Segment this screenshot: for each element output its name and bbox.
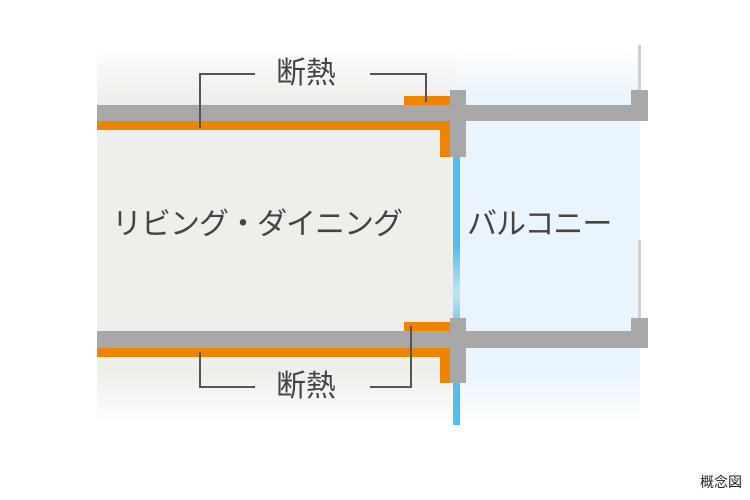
window-glass [453,150,460,425]
insulation-bottom-vertical [440,348,450,383]
slab-top [97,105,648,121]
leader-line [199,352,201,388]
balcony-label: バルコニー [467,207,612,242]
leader-line [370,73,427,75]
insulation-top-ceiling [97,121,450,130]
insulation-top-vertical [440,121,450,157]
beam-bottom [450,318,466,383]
leader-line [425,73,427,102]
insulation-bottom-ceiling [97,348,450,357]
insulation-top-upper [404,96,452,106]
insulation-label-top: 断熱 [276,56,336,91]
living-dining-label: リビング・ダイニング [112,207,403,242]
leader-line [199,73,255,75]
leader-line [370,386,412,388]
leader-line [199,386,255,388]
railing-line-bottom [638,240,641,320]
insulation-bottom-upper [404,322,452,332]
balcony-edge-top [631,90,648,121]
leader-line [410,326,412,388]
balcony-edge-bottom [631,318,648,348]
beam-top [450,90,466,157]
leader-line [199,74,201,128]
insulation-label-bottom: 断熱 [276,369,336,404]
railing-line-top [638,45,641,95]
concept-diagram-note: 概念図 [700,475,742,491]
slab-bottom [97,331,648,348]
